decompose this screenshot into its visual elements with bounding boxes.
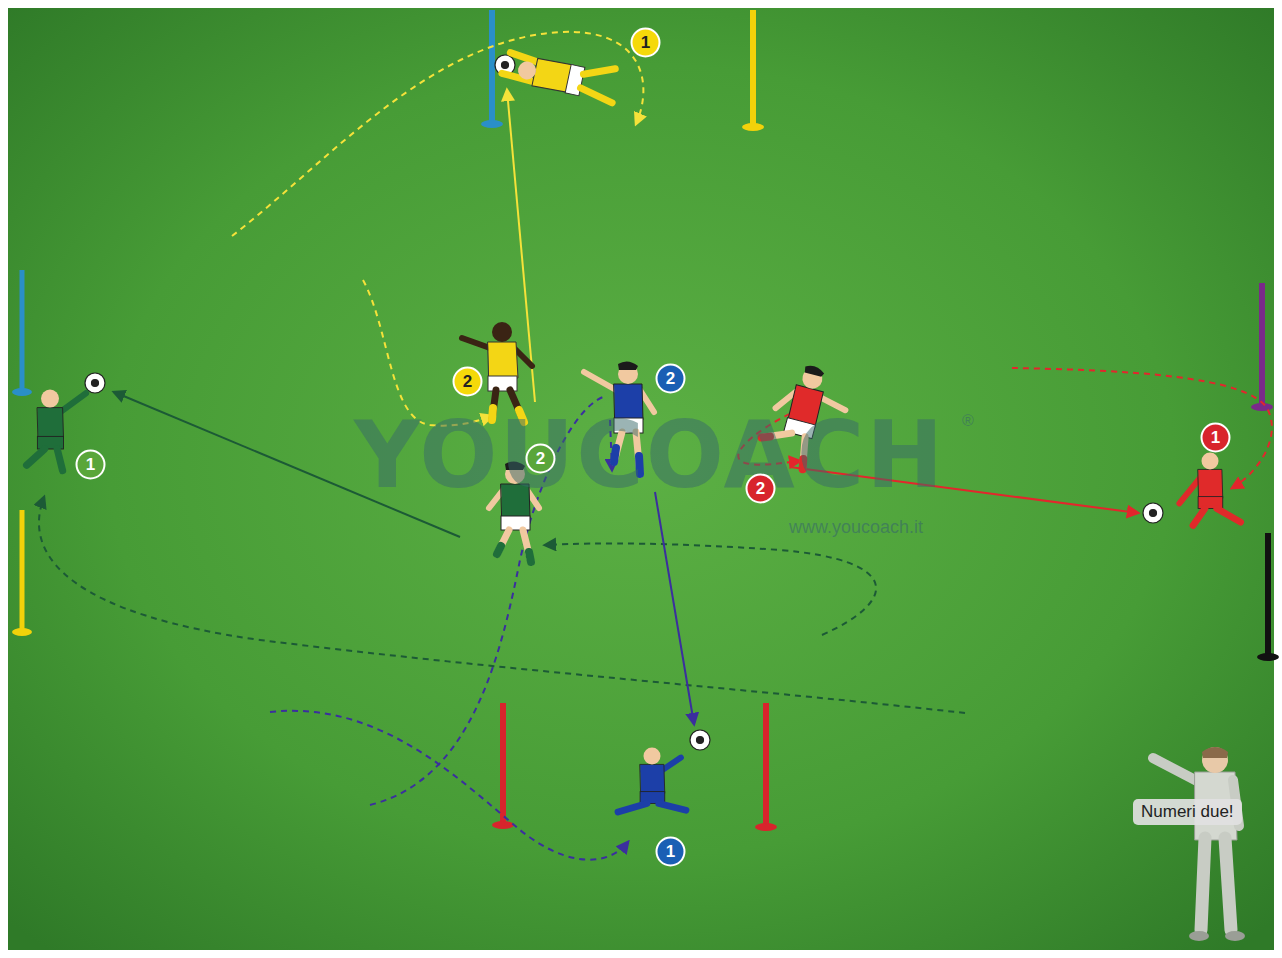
callout-text: 1	[1200, 428, 1231, 448]
callout-text: 1	[75, 455, 106, 475]
callout-number: 1	[75, 449, 106, 480]
callout-number: 1	[655, 836, 686, 867]
callout-text: 2	[525, 449, 556, 469]
watermark-url: www.youcoach.it	[789, 517, 923, 538]
callout-text: 1	[630, 33, 661, 53]
callout-number: 1	[1200, 422, 1231, 453]
speech-text: Numeri due!	[1141, 802, 1234, 822]
callout-text: 2	[655, 369, 686, 389]
callout-text: 2	[745, 479, 776, 499]
callout-number: 2	[525, 443, 556, 474]
callout-number: 2	[452, 366, 483, 397]
callout-number: 2	[655, 363, 686, 394]
callout-text: 2	[452, 372, 483, 392]
watermark-text: YOUCOACH	[354, 402, 945, 509]
watermark-mark: ®	[962, 412, 974, 430]
callout-number: 2	[745, 473, 776, 504]
speech-bubble: Numeri due!	[1133, 799, 1242, 825]
callout-text: 1	[655, 842, 686, 862]
callout-number: 1	[630, 27, 661, 58]
